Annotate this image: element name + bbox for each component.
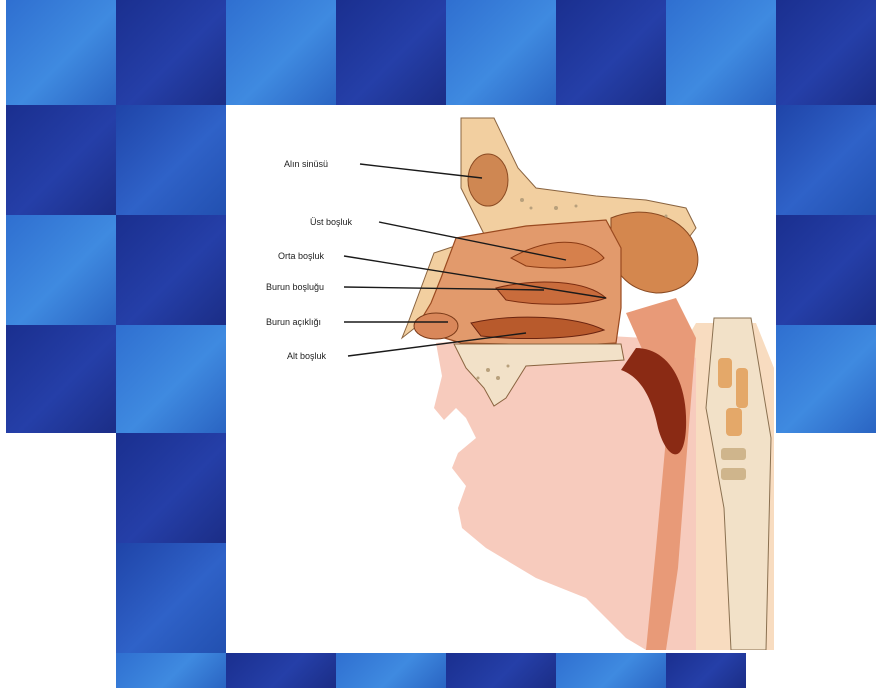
bg-tile [6, 325, 116, 433]
bg-tile [776, 105, 876, 215]
bg-tile [446, 653, 556, 688]
bg-tile [776, 215, 876, 325]
bg-tile [666, 0, 776, 105]
nasal-anatomy-illustration: Alın sinüsü Üst boşluk Orta boşluk Burun… [226, 108, 774, 650]
bg-tile [226, 0, 336, 105]
bg-tile [116, 543, 226, 653]
diagram-panel: Alın sinüsü Üst boşluk Orta boşluk Burun… [226, 108, 774, 650]
bg-tile [556, 0, 666, 105]
bg-tile [776, 325, 876, 433]
label-burun-boslugu: Burun boşluğu [266, 282, 324, 292]
bg-tile [226, 653, 336, 688]
bg-tile [116, 433, 226, 543]
label-burun-acikligi: Burun açıklığı [266, 317, 321, 327]
bg-tile [446, 0, 556, 105]
bg-tile [116, 215, 226, 325]
bg-tile [336, 0, 446, 105]
label-alin-sinusu: Alın sinüsü [284, 159, 328, 169]
bg-tile [556, 653, 666, 688]
frontal-sinus [468, 154, 508, 206]
bg-tile [116, 653, 226, 688]
nostril-opening [414, 313, 458, 339]
bg-tile [6, 215, 116, 325]
label-ust-bosluk: Üst boşluk [310, 217, 353, 227]
bg-tile [336, 653, 446, 688]
bg-tile [666, 653, 746, 688]
label-orta-bosluk: Orta boşluk [278, 251, 325, 261]
label-alt-bosluk: Alt boşluk [287, 351, 327, 361]
bg-tile [6, 105, 116, 215]
bg-tile [116, 105, 226, 215]
bg-tile [6, 0, 116, 105]
bg-tile [116, 0, 226, 105]
bg-tile [776, 0, 876, 105]
bg-tile [116, 325, 226, 433]
